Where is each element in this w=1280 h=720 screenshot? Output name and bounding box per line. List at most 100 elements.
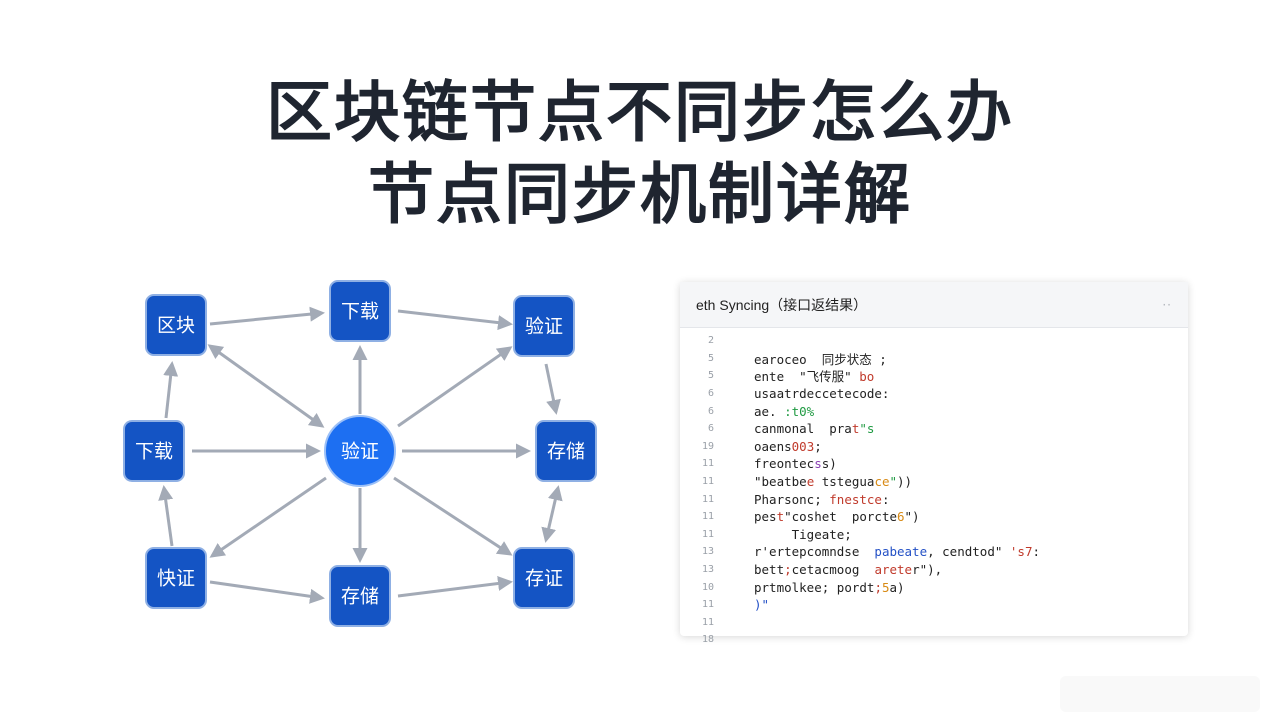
code-token: oaens	[754, 438, 792, 454]
more-icon[interactable]: ··	[1162, 297, 1172, 312]
node-bottom-center: 存储	[329, 565, 391, 627]
code-token: :t0%	[784, 403, 815, 419]
line-number: 19	[701, 440, 714, 452]
node-bottom-left: 快证	[145, 547, 207, 609]
code-token: usaatrdeccetecode:	[754, 386, 890, 402]
node-label: 存证	[525, 568, 563, 590]
watermark	[1060, 676, 1260, 712]
node-top-center: 下载	[329, 280, 391, 342]
code-token: freontec	[754, 456, 815, 472]
code-text: )"	[714, 597, 769, 612]
node-mid-right: 存储	[535, 420, 597, 482]
edge-br-mr	[541, 485, 563, 543]
line-number: 10	[701, 581, 714, 593]
code-token: a)	[889, 579, 905, 595]
code-token: ;	[784, 562, 792, 578]
code-line: 11 Tigeate;	[680, 526, 1188, 544]
code-line: 18	[680, 631, 1188, 649]
line-number: 6	[707, 388, 714, 400]
code-line: 11 "beatbee tsteguace"))	[680, 473, 1188, 491]
code-token: Tigeate;	[754, 526, 852, 542]
line-number: 13	[701, 564, 714, 576]
node-label: 区块	[157, 315, 195, 337]
page-subtitle: 节点同步机制详解	[368, 156, 912, 233]
code-token: "coshet porcte	[784, 509, 897, 525]
code-token: "s	[859, 421, 875, 437]
code-token: "	[889, 474, 898, 490]
code-text: ae. :t0%	[714, 404, 814, 419]
node-label: 验证	[341, 441, 379, 463]
line-number: 11	[701, 511, 714, 523]
code-line: 2	[680, 332, 1188, 350]
code-token: , cendtod"	[927, 544, 1010, 560]
code-token: bo	[859, 369, 875, 385]
code-token: pabeate	[874, 544, 928, 560]
line-number: 11	[701, 528, 714, 540]
code-text: oaens003;	[714, 439, 822, 454]
node-top-right: 验证	[513, 295, 575, 357]
code-text: prtmolkee; pordt;5a)	[714, 580, 905, 595]
code-text: freontecss)	[714, 456, 837, 471]
code-token: ;	[874, 579, 882, 595]
node-label: 下载	[135, 441, 173, 463]
code-token: tstegua	[821, 474, 875, 490]
node-bottom-right: 存证	[513, 547, 575, 609]
edge-c-tl	[207, 344, 325, 428]
code-token: bett	[754, 562, 785, 578]
code-token: 003	[791, 438, 815, 454]
code-token: earoceo 同步状态 ;	[754, 351, 887, 367]
edge-tc-tr	[397, 309, 513, 331]
line-number: 13	[701, 546, 714, 558]
code-line: 6 usaatrdeccetecode:	[680, 385, 1188, 403]
code-token: Pharsonc;	[754, 491, 830, 507]
code-text: ente "飞传服" bo	[714, 366, 874, 385]
code-token: prtmolkee;	[754, 579, 837, 595]
code-token: pes	[754, 509, 777, 525]
code-token: ")	[904, 509, 920, 525]
edge-tr-mr	[544, 363, 561, 415]
edge-bc-br	[397, 576, 513, 598]
code-token: canmonal pra	[754, 421, 852, 437]
code-token: ))	[897, 474, 913, 490]
node-label: 存储	[547, 441, 585, 463]
edge-c-br	[393, 476, 513, 556]
code-token: e	[806, 474, 822, 490]
edge-ml-tl	[163, 361, 179, 419]
diagram-edges	[158, 306, 563, 604]
page-title: 区块链节点不同步怎么办	[266, 74, 1014, 151]
line-number: 6	[707, 423, 714, 435]
code-token: )"	[754, 597, 770, 613]
code-text: bett;cetacmoog areter"),	[714, 562, 942, 577]
line-number: 5	[707, 352, 714, 364]
code-token: ce	[874, 474, 890, 490]
code-token: s	[814, 456, 822, 472]
line-number: 11	[701, 458, 714, 470]
code-token: "beatbe	[754, 474, 807, 490]
code-token: ae.	[754, 403, 785, 419]
code-token: t	[776, 509, 785, 525]
code-token: pordt	[836, 579, 875, 595]
node-label: 快证	[157, 568, 195, 590]
code-text: Tigeate;	[714, 527, 852, 542]
code-token: s)	[821, 456, 837, 472]
line-number: 11	[701, 476, 714, 488]
code-token: r"),	[912, 562, 943, 578]
code-line: 11)"	[680, 596, 1188, 614]
code-token: 6	[897, 509, 905, 525]
node-top-left: 区块	[145, 294, 207, 356]
code-token: ente	[754, 369, 800, 385]
edge-c-tr	[397, 346, 513, 428]
edge-c-bl	[209, 476, 327, 558]
code-token: ;	[814, 438, 822, 454]
code-token: cetacmoog	[791, 562, 875, 578]
code-token: r'ertepcomndse	[754, 544, 875, 560]
node-label: 验证	[525, 316, 563, 338]
